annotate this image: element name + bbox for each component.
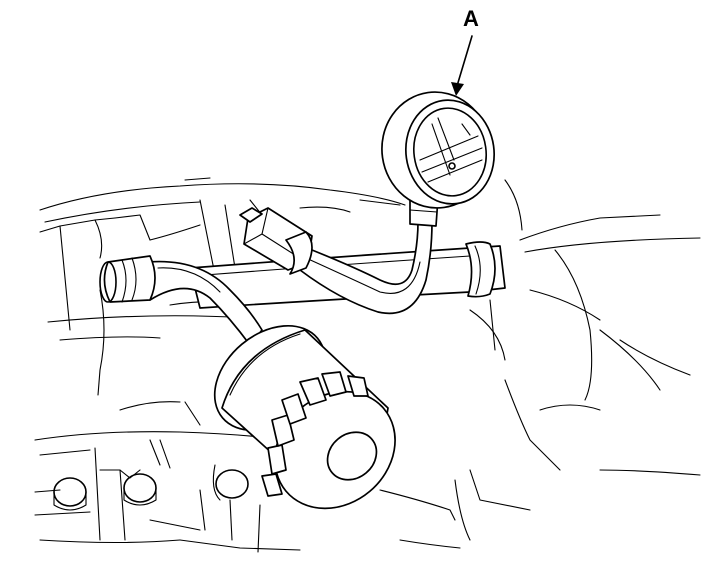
engine-block xyxy=(34,177,701,553)
oil-filter xyxy=(213,324,396,510)
callout-label-a: A xyxy=(463,6,479,31)
hex-adapter xyxy=(239,207,313,275)
oil-pressure-gauge xyxy=(381,91,496,227)
callout-leader-arrow xyxy=(451,35,473,96)
left-pipe-fitting xyxy=(99,255,263,346)
